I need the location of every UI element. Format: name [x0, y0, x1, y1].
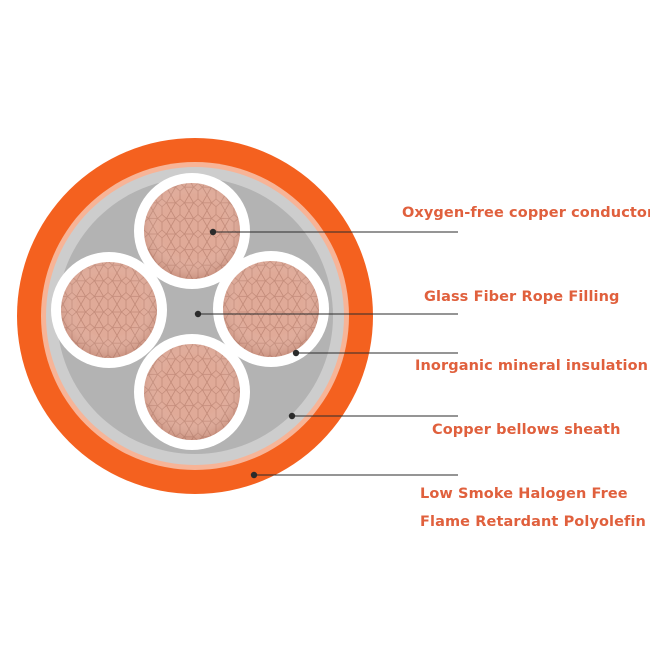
leader-bellows — [288, 412, 458, 420]
label-conductor: Oxygen-free copper conductor — [402, 205, 650, 221]
label-filling: Glass Fiber Rope Filling — [424, 289, 620, 305]
leader-dot — [288, 412, 296, 420]
copper-core-shade — [144, 183, 240, 279]
conductor-left — [51, 252, 167, 368]
leader-filling — [194, 310, 458, 318]
label-sheath-line2: Flame Retardant Polyolefin — [420, 514, 646, 530]
leader-sheath — [250, 471, 458, 479]
leader-insulation — [292, 349, 458, 357]
conductor-right — [213, 251, 329, 367]
leader-dot — [250, 471, 258, 479]
label-sheath-line1: Low Smoke Halogen Free — [420, 486, 628, 502]
copper-core-shade — [61, 262, 157, 358]
copper-core-shade — [223, 261, 319, 357]
label-bellows: Copper bellows sheath — [432, 422, 621, 438]
leader-dot — [292, 349, 300, 357]
leader-dot — [194, 310, 202, 318]
conductor-top — [134, 173, 250, 289]
label-insulation: Inorganic mineral insulation — [415, 358, 649, 374]
glass-fiber-filling — [57, 178, 333, 454]
leader-dot — [209, 228, 217, 236]
leader-conductor — [209, 228, 458, 236]
conductor-bottom — [134, 334, 250, 450]
copper-core-shade — [144, 344, 240, 440]
